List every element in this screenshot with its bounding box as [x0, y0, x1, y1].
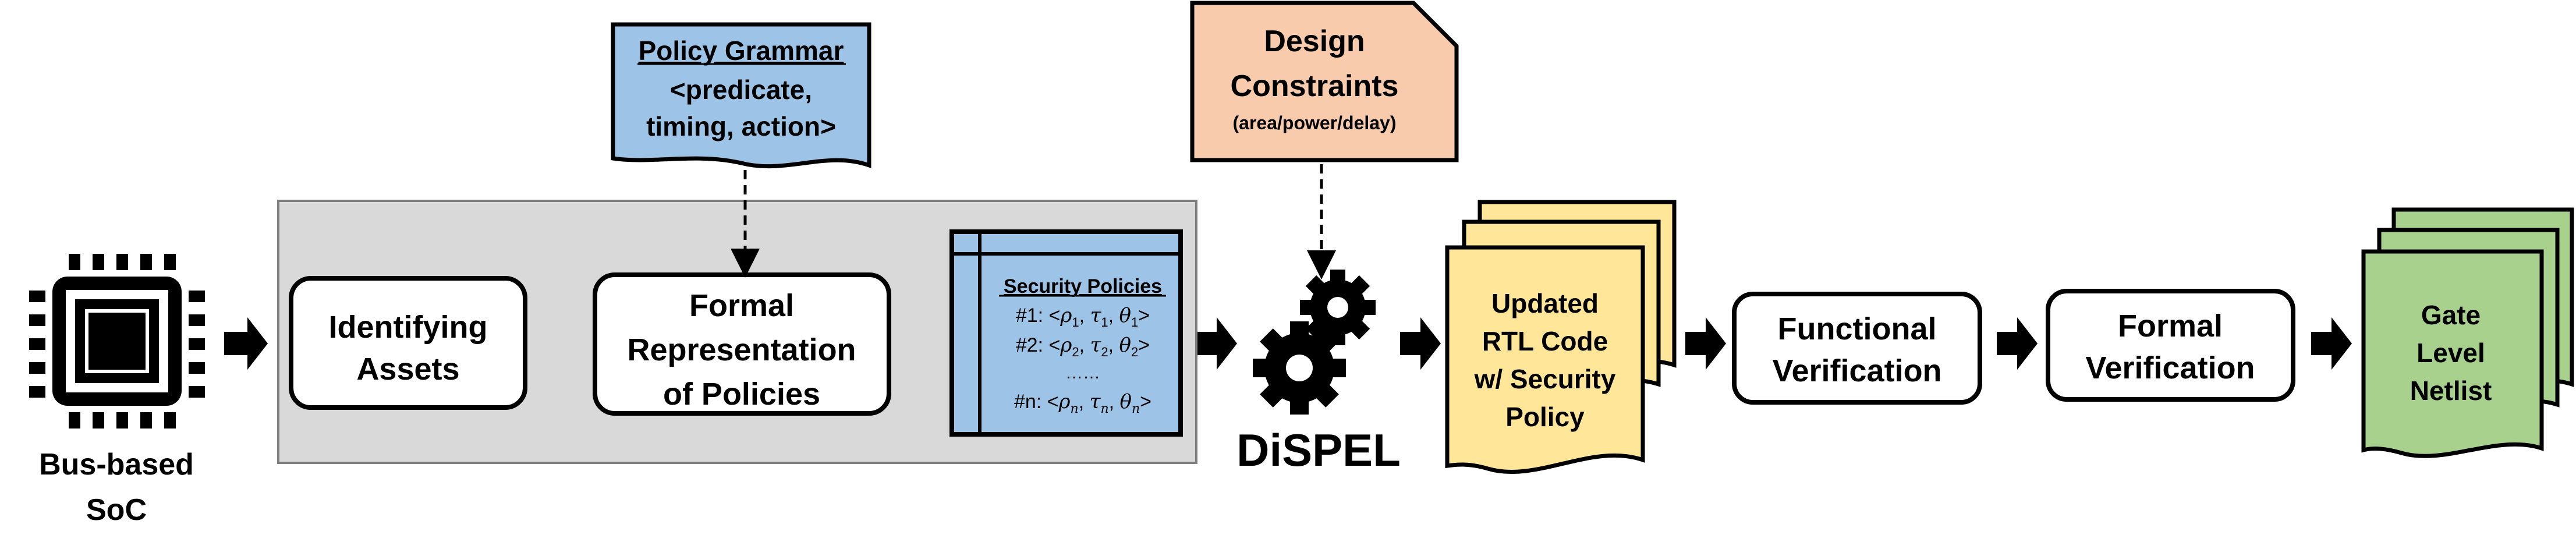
policy-row-n: #n: <ρn, τn, θn> — [1014, 390, 1151, 416]
gears-icon — [1253, 270, 1376, 415]
formal-rep-line2: Representation — [627, 332, 856, 367]
identifying-assets-box: Identifying Assets — [289, 276, 527, 410]
arrow-rtl-to-functional — [1685, 317, 1726, 370]
rtl-line3: w/ Security — [1474, 364, 1616, 394]
grammar-title: Policy Grammar — [639, 36, 844, 66]
arrow-soc-to-identify — [224, 317, 268, 370]
formal-ver-line2: Verification — [2085, 350, 2255, 385]
netlist-line3: Netlist — [2410, 376, 2492, 406]
arrow-formal-ver-to-netlist — [2311, 317, 2352, 370]
grammar-line1: <predicate, — [670, 75, 812, 105]
constraints-line3: (area/power/delay) — [1233, 112, 1397, 133]
constraints-line2: Constraints — [1231, 69, 1399, 103]
functional-verification-box: Functional Verification — [1732, 292, 1982, 405]
gate-netlist-docs: Gate Level Netlist — [2361, 207, 2574, 458]
design-constraints-doc: Design Constraints (area/power/delay) — [1190, 1, 1459, 162]
formal-verification-box: Formal Verification — [2046, 289, 2295, 402]
soc-label-line1: Bus-based — [39, 448, 194, 481]
policy-row-2: #2: <ρ2, τ2, θ2> — [1016, 334, 1150, 359]
dispel-label: DiSPEL — [1236, 424, 1401, 476]
rtl-code-docs: Updated RTL Code w/ Security Policy — [1445, 200, 1677, 474]
arrow-dispel-to-rtl — [1400, 317, 1441, 370]
identify-line2: Assets — [356, 352, 459, 387]
netlist-line2: Level — [2416, 338, 2485, 368]
policy-row-ellipsis: …… — [1065, 363, 1100, 383]
rtl-line2: RTL Code — [1482, 326, 1608, 356]
rtl-line1: Updated — [1491, 288, 1599, 318]
rtl-line4: Policy — [1505, 402, 1585, 432]
soc-label-line2: SoC — [86, 493, 147, 527]
formal-ver-line1: Formal — [2118, 309, 2223, 343]
grammar-line2: timing, action> — [646, 111, 836, 141]
policy-row-1: #1: <ρ1, τ1, θ1> — [1016, 304, 1150, 330]
formal-rep-line3: of Policies — [663, 377, 820, 412]
policies-title: Security Policies — [1004, 275, 1162, 298]
netlist-line1: Gate — [2421, 300, 2481, 330]
arrow-policies-to-dispel — [1196, 317, 1237, 370]
policy-grammar-doc: Policy Grammar <predicate, timing, actio… — [611, 22, 871, 169]
soc-chip: Bus-based SoC — [29, 254, 205, 527]
functional-line1: Functional — [1778, 311, 1937, 346]
formal-rep-line1: Formal — [689, 288, 794, 323]
identify-line1: Identifying — [329, 310, 488, 345]
security-policies-table: Security Policies #1: <ρ1, τ1, θ1> #2: <… — [949, 229, 1183, 437]
functional-line2: Verification — [1772, 353, 1941, 388]
constraints-line1: Design — [1264, 24, 1365, 58]
arrow-functional-to-formal-ver — [1997, 317, 2038, 370]
formal-representation-box: Formal Representation of Policies — [593, 272, 891, 416]
chip-icon — [29, 254, 205, 428]
